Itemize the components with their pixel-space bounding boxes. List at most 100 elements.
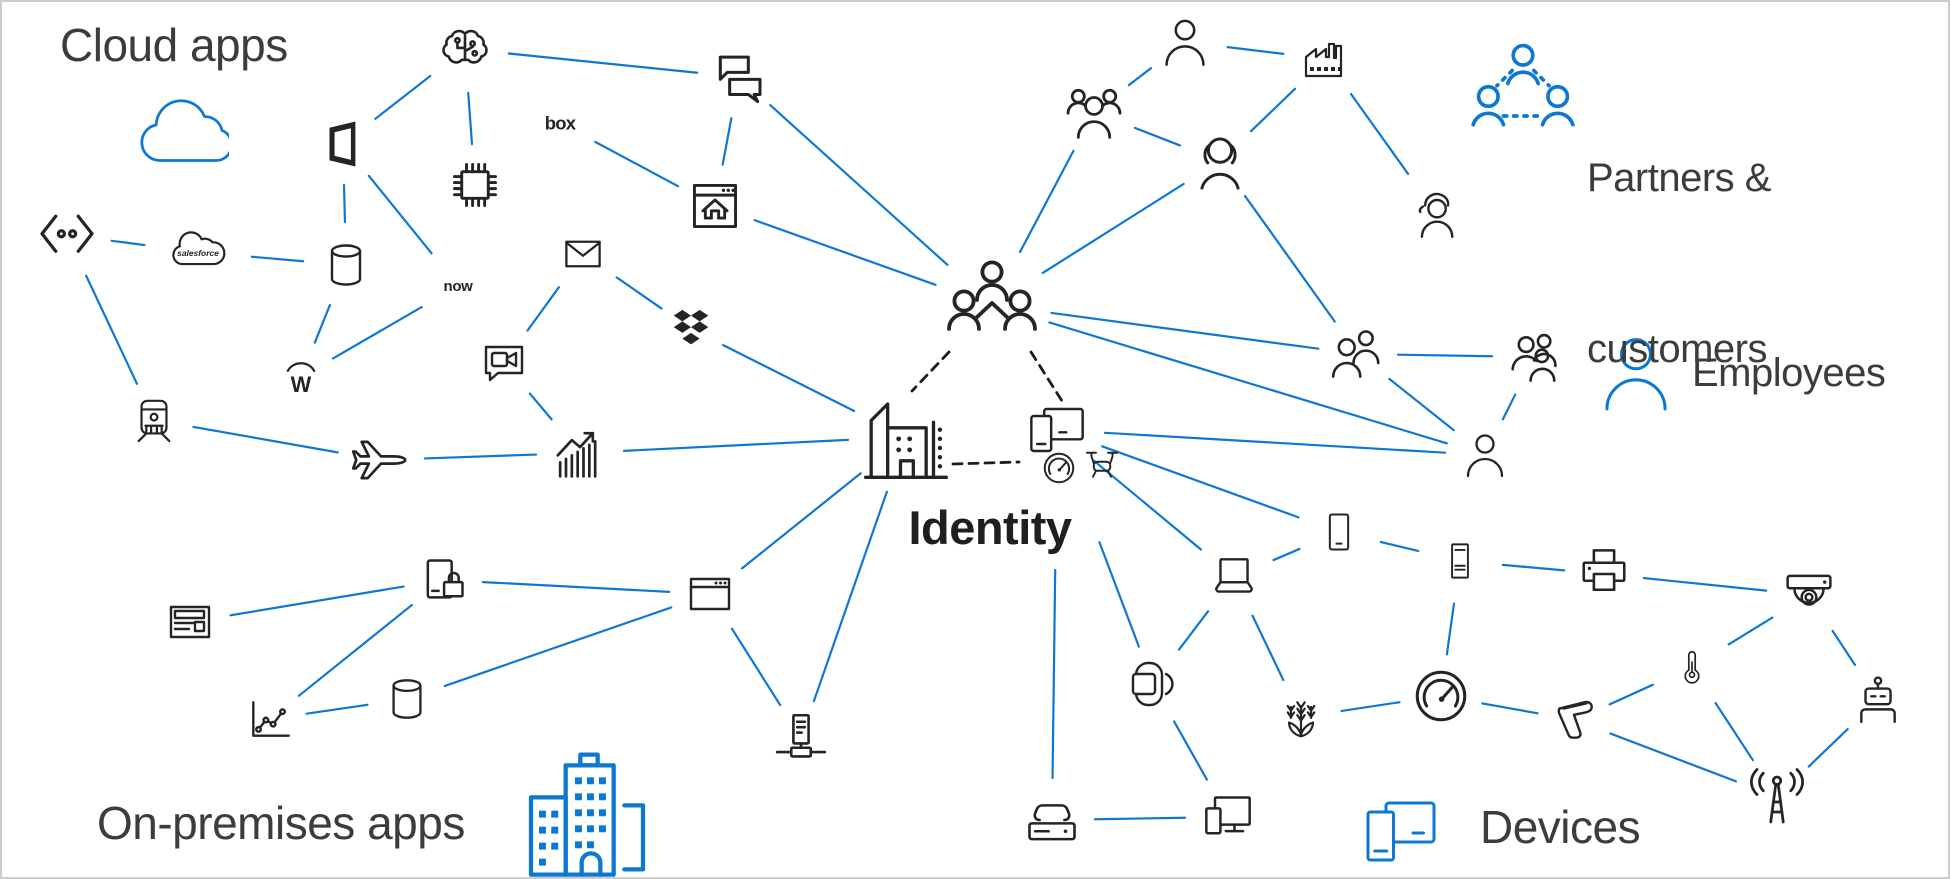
- monitor-phone-icon-glyph: [1197, 791, 1259, 843]
- thermometer-icon: [1675, 636, 1709, 698]
- web-home-window-icon-glyph: [685, 177, 745, 235]
- connection-line: [1243, 194, 1336, 323]
- connection-line: [1807, 727, 1849, 768]
- video-chat-icon: [476, 339, 532, 387]
- connection-line: [192, 425, 339, 454]
- connection-line: [1608, 683, 1654, 706]
- smartwatch-icon: [1129, 653, 1177, 715]
- cloud-apps-label: Cloud apps: [60, 19, 288, 71]
- airplane-icon: [349, 431, 413, 489]
- game-console-icon: [1021, 793, 1083, 847]
- server-tower-icon-glyph: [1441, 530, 1479, 592]
- connection-line: [1501, 393, 1517, 421]
- drone-icon: [1079, 446, 1125, 482]
- servicenow-logo-glyph: [428, 271, 488, 301]
- web-home-window-icon: [685, 177, 745, 235]
- employees-label: Employees: [1692, 351, 1886, 395]
- salesforce-logo-glyph: [156, 223, 240, 281]
- connection-line: [507, 52, 699, 74]
- monitor-phone-icon: [1197, 791, 1259, 843]
- smartphone-icon: [1319, 501, 1359, 563]
- on-premises-apps-label: On-premises apps: [97, 797, 465, 849]
- connection-line: [1714, 701, 1755, 762]
- train-icon: [131, 392, 177, 448]
- connection-line: [250, 255, 305, 263]
- laptop-icon-glyph: [1203, 552, 1265, 602]
- partners-label-line1: Partners &: [1587, 156, 1771, 200]
- office-logo-icon-glyph: [316, 115, 370, 173]
- connection-line: [1609, 732, 1737, 783]
- connection-line: [528, 392, 553, 421]
- employee-single-icon: [1461, 427, 1509, 483]
- connection-line: [1642, 576, 1768, 592]
- dropbox-logo-glyph: [667, 306, 715, 352]
- connection-line: [594, 140, 680, 188]
- connection-line: [367, 174, 433, 255]
- database-icon: [384, 671, 430, 727]
- connection-line: [342, 183, 347, 224]
- robot-icon-glyph: [1853, 670, 1903, 730]
- cell-tower-icon-glyph: [1747, 765, 1807, 829]
- barcode-scanner-icon: [1549, 695, 1601, 745]
- three-people-icon: [1504, 330, 1564, 384]
- connection-line: [1173, 720, 1208, 781]
- box-logo-glyph: [532, 106, 588, 140]
- factory-icon-glyph: [1295, 35, 1357, 83]
- connection-line: [1133, 126, 1182, 147]
- mobile-lock-icon: [417, 552, 469, 608]
- connection-line: [1103, 431, 1447, 454]
- connection-line: [1101, 445, 1300, 519]
- connection-line: [1388, 377, 1455, 432]
- organization-building-icon: [862, 391, 950, 483]
- connection-line: [1249, 87, 1297, 133]
- connection-line: [1093, 816, 1187, 821]
- crop-sensor-icon-glyph: [1279, 688, 1323, 746]
- smartphone-icon-glyph: [1319, 501, 1359, 563]
- form-document-icon: [161, 598, 219, 646]
- connection-line: [769, 104, 949, 266]
- connection-line: [1092, 459, 1203, 551]
- woman-hat-person-icon-glyph: [1410, 177, 1462, 249]
- connection-line: [1379, 540, 1420, 553]
- server-tower-icon: [1441, 530, 1479, 592]
- partner-person-icon-glyph: [1159, 11, 1211, 73]
- printer-icon: [1576, 547, 1632, 601]
- gauge-meter-icon-glyph: [1411, 666, 1471, 726]
- network-server-icon: [775, 711, 827, 765]
- partners-network-icon: [1471, 34, 1575, 146]
- barcode-scanner-icon-glyph: [1549, 695, 1601, 745]
- connection-line: [722, 344, 856, 413]
- gauge-meter-icon: [1411, 666, 1471, 726]
- workday-logo: [280, 352, 322, 402]
- devices-icon-glyph: [1353, 794, 1449, 866]
- network-server-icon-glyph: [775, 711, 827, 765]
- connection-line: [1501, 563, 1566, 572]
- gauge-icon: [1041, 450, 1077, 486]
- database-icon: [322, 234, 370, 296]
- email-envelope-icon-glyph: [554, 233, 612, 275]
- connection-line: [1041, 182, 1185, 275]
- laptop-icon: [1203, 552, 1265, 602]
- connection-line: [313, 303, 332, 344]
- three-people-icon-glyph: [1504, 330, 1564, 384]
- connection-line: [1349, 92, 1410, 176]
- salesforce-logo: [156, 223, 240, 281]
- connection-line: [1048, 321, 1448, 445]
- connection-line: [1051, 568, 1057, 780]
- browser-window-icon: [681, 570, 739, 618]
- crop-sensor-icon: [1279, 688, 1323, 746]
- email-envelope-icon: [554, 233, 612, 275]
- woman-person-icon-glyph: [1189, 130, 1251, 192]
- factory-icon: [1295, 35, 1357, 83]
- cloud-icon: [112, 90, 252, 184]
- thermometer-icon-glyph: [1675, 636, 1709, 698]
- connection-line: [1340, 701, 1401, 713]
- connection-line: [730, 627, 782, 707]
- connection-line: [481, 580, 671, 593]
- partners-customers-label: Partners & customers: [1587, 36, 1771, 492]
- connection-line: [615, 276, 663, 310]
- partners-network-icon-glyph: [1471, 34, 1575, 146]
- drone-icon-glyph: [1079, 446, 1125, 482]
